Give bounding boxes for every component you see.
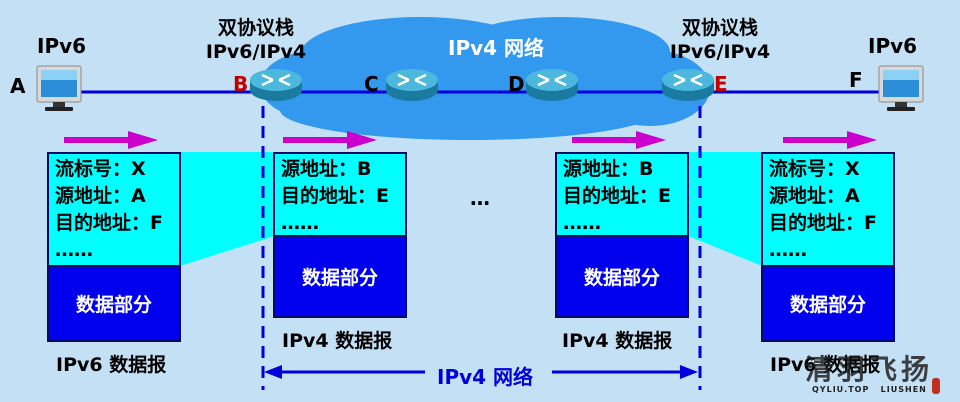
host-f-type-label: IPv6	[868, 34, 918, 58]
host-a-icon	[36, 65, 82, 112]
packet-caption: IPv4 数据报	[562, 330, 673, 352]
arrow-right-icon	[572, 131, 666, 149]
header-field: 源地址：A	[769, 185, 860, 207]
packet-data-section: 数据部分	[761, 267, 895, 342]
header-field: 源地址：B	[563, 158, 654, 180]
router-d-icon	[524, 67, 580, 103]
packet-ipv6-left: 流标号：X 源地址：A 目的地址：F …… 数据部分	[47, 152, 181, 342]
host-f-icon	[878, 65, 924, 112]
header-field: ……	[769, 239, 807, 261]
packet-header: 源地址：B 目的地址：E ……	[555, 152, 689, 237]
node-d-label: D	[508, 72, 525, 96]
packet-header: 源地址：B 目的地址：E ……	[273, 152, 407, 237]
header-field: 流标号：X	[769, 158, 860, 180]
dual-stack-right-label: 双协议栈 IPv6/IPv4	[660, 16, 780, 64]
header-expansion-left	[180, 152, 275, 266]
dual-stack-left-label: 双协议栈 IPv6/IPv4	[196, 16, 316, 64]
node-b-label: B	[233, 72, 249, 96]
packet-data-section: 数据部分	[47, 267, 181, 342]
packet-header: 流标号：X 源地址：A 目的地址：F ……	[47, 152, 181, 267]
header-field: ……	[281, 212, 319, 234]
ipv4-cloud	[260, 17, 710, 140]
node-f-label: F	[849, 68, 863, 92]
packet-header: 流标号：X 源地址：A 目的地址：F ……	[761, 152, 895, 267]
header-field: 源地址：A	[55, 185, 146, 207]
arrow-right-icon	[283, 131, 377, 149]
header-field: 源地址：B	[281, 158, 372, 180]
packet-data-section: 数据部分	[555, 237, 689, 318]
watermark-seal-icon	[932, 378, 940, 394]
packet-caption: IPv4 数据报	[282, 330, 393, 352]
header-field: ……	[563, 212, 601, 234]
header-expansion-right	[688, 152, 762, 266]
node-a-label: A	[10, 74, 26, 98]
host-a-type-label: IPv6	[37, 34, 87, 58]
dual-stack-left-line2: IPv6/IPv4	[205, 41, 307, 63]
ellipsis: …	[470, 186, 490, 210]
header-field: 目的地址：E	[281, 185, 389, 207]
ipv4-span-arrow	[264, 365, 698, 379]
router-c-icon	[384, 67, 440, 103]
header-field: 流标号：X	[55, 158, 146, 180]
arrow-right-icon	[64, 131, 158, 149]
watermark-subtext: QYLIU.TOP LIUSHEN	[812, 385, 927, 394]
header-field: 目的地址：F	[769, 212, 877, 234]
watermark-text: 清羽飞扬	[805, 353, 934, 386]
packet-data-section: 数据部分	[273, 237, 407, 318]
router-e-icon	[660, 67, 716, 103]
packet-caption: IPv6 数据报	[56, 354, 167, 376]
header-field: 目的地址：F	[55, 212, 163, 234]
arrow-right-icon	[783, 131, 877, 149]
direction-arrows	[64, 131, 877, 149]
cloud-label: IPv4 网络	[448, 36, 545, 60]
header-field: ……	[55, 239, 93, 261]
packet-caption: IPv6 数据报	[770, 354, 881, 376]
header-field: 目的地址：E	[563, 185, 671, 207]
packet-ipv4-right: 源地址：B 目的地址：E …… 数据部分	[555, 152, 689, 318]
dual-stack-left-line1: 双协议栈	[217, 17, 294, 39]
router-b-icon	[248, 67, 304, 103]
ipv4-span-label: IPv4 网络	[437, 365, 534, 389]
packet-ipv6-right: 流标号：X 源地址：A 目的地址：F …… 数据部分	[761, 152, 895, 342]
dual-stack-right-line1: 双协议栈	[681, 17, 758, 39]
packet-ipv4-left: 源地址：B 目的地址：E …… 数据部分	[273, 152, 407, 318]
dual-stack-right-line2: IPv6/IPv4	[669, 41, 771, 63]
node-e-label: E	[714, 72, 728, 96]
node-c-label: C	[364, 72, 379, 96]
